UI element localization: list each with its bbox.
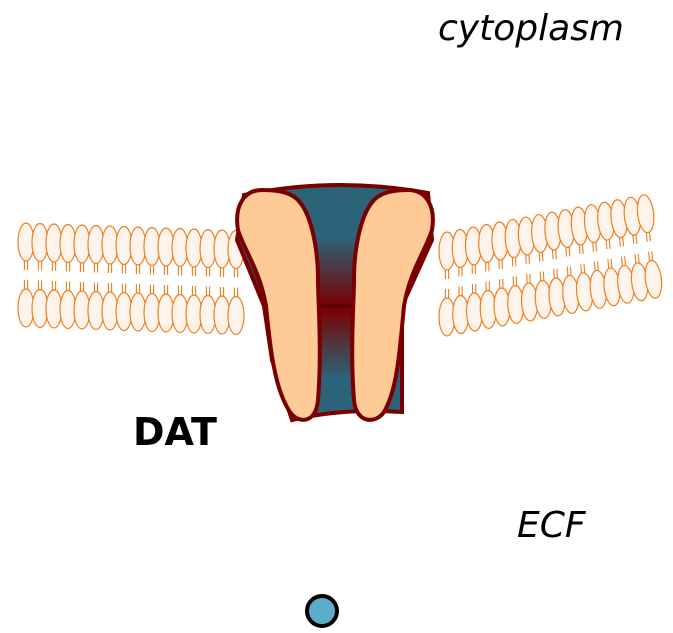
lipid-head-lower [228,297,244,335]
lipid-bilayer-right [439,194,664,336]
dopamine-molecule-icon [307,596,337,626]
transporter-subunit-left [237,190,320,420]
cytoplasm-label: cytoplasm [438,8,624,49]
dat-label: DAT [133,410,217,454]
ecf-label: ECF [517,505,586,546]
transporter-protein-icon [237,185,433,420]
transporter-subunit-right [352,190,433,420]
lipid-bilayer-left [18,223,244,335]
